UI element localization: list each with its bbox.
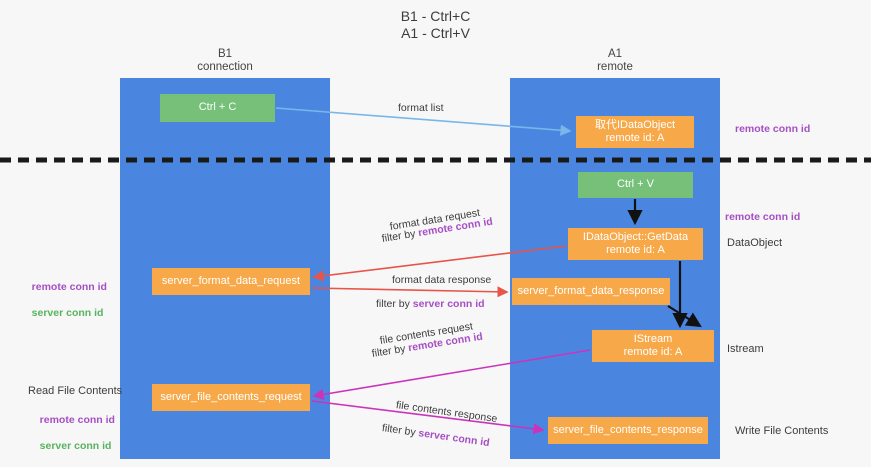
page-title-line1: B1 - Ctrl+C [400,8,471,24]
column-header-b1-subtitle: connection [197,61,253,73]
node-server-file-contents-response-label: server_file_contents_response [553,423,703,436]
node-server-format-data-request[interactable]: server_format_data_request [152,268,310,295]
side-label-read-file-contents: Read File Contents [28,385,123,397]
column-header-b1: B1 connection [120,48,330,74]
node-istream[interactable]: IStream remote id: A [592,330,714,362]
filter-prefix: filter by [370,342,410,360]
node-server-file-contents-response[interactable]: server_file_contents_response [548,417,708,444]
node-ctrl-c[interactable]: Ctrl + C [160,94,275,122]
left-server-conn-id: server conn id [39,440,112,452]
column-header-a1-subtitle: remote [597,61,633,73]
side-label-istream: Istream [727,343,764,355]
left-remote-conn-id: remote conn id [39,414,115,426]
page-title-line2: A1 - Ctrl+V [401,25,470,41]
node-ctrl-v[interactable]: Ctrl + V [578,172,693,198]
filter-prefix: filter by [376,298,413,310]
left-remote-conn-id: remote conn id [31,281,107,293]
filter-prefix: filter by [380,227,420,245]
node-ctrl-v-label: Ctrl + V [617,178,654,191]
column-header-a1: A1 remote [510,48,720,74]
server-conn-id-token: server conn id [417,427,491,450]
node-idataobject-getdata-sublabel: remote id: A [606,244,665,256]
side-label-conn-ids-top: remote conn id server conn id [20,268,107,333]
node-server-format-data-response-label: server_format_data_response [517,284,665,297]
side-label-dataobject: DataObject [727,237,783,249]
node-idataobject-label: 取代IDataObject [594,118,676,131]
node-server-format-data-response[interactable]: server_format_data_response [512,278,670,305]
node-server-file-contents-request[interactable]: server_file_contents_request [152,384,310,411]
edge-label-file-contents-response-filter: filter by server conn id [381,422,490,450]
edge-label-format-data-response: format data response [392,274,492,286]
node-idataobject-getdata[interactable]: IDataObject::GetData remote id: A [568,228,703,260]
node-server-file-contents-request-label: server_file_contents_request [160,390,302,403]
edge-label-format-list: format list [398,102,444,114]
node-server-format-data-request-label: server_format_data_request [161,274,301,287]
side-label-remote-conn-id-mid: remote conn id [725,211,801,223]
left-server-conn-id: server conn id [31,307,104,319]
edge-label-format-data-response-filter: filter by server conn id [376,298,485,311]
side-label-write-file-contents: Write File Contents [735,425,829,437]
server-conn-id-token: server conn id [412,298,485,310]
node-idataobject[interactable]: 取代IDataObject remote id: A [576,116,694,148]
node-idataobject-getdata-label: IDataObject::GetData [582,230,689,243]
filter-prefix: filter by [381,422,420,440]
node-idataobject-sublabel: remote id: A [605,132,665,144]
node-ctrl-c-label: Ctrl + C [198,101,237,114]
side-label-remote-conn-id-top: remote conn id [735,123,811,135]
column-header-b1-name: B1 [217,48,233,60]
edge-label-file-contents-response: file contents response [395,399,499,426]
side-label-conn-ids-bottom: remote conn id server conn id [28,401,115,466]
node-istream-sublabel: remote id: A [623,346,683,358]
node-istream-label: IStream [633,332,673,345]
column-header-a1-name: A1 [607,48,623,60]
